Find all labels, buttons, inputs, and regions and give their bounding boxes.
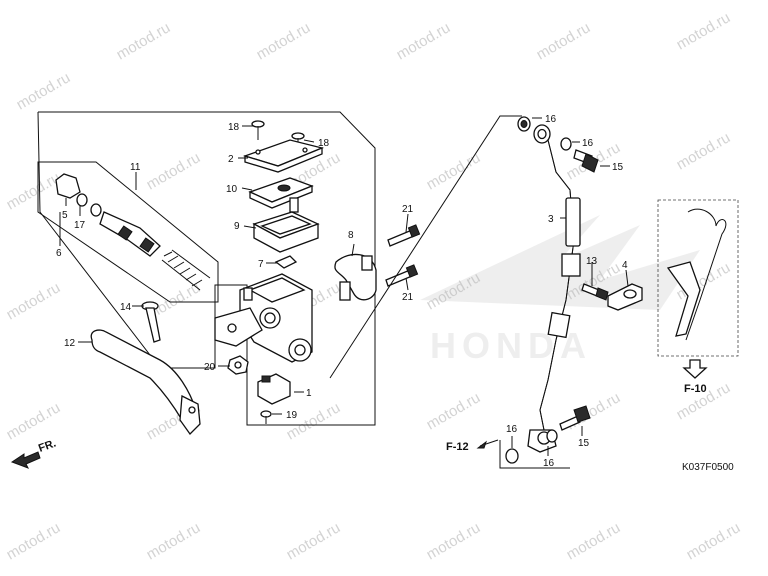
part-spring	[161, 249, 211, 291]
callout-13: 13	[586, 256, 598, 267]
part-15-bolt-bottom	[559, 405, 591, 431]
part-16-washer-bottom-left	[505, 448, 519, 464]
part-1-master-cylinder-body	[214, 273, 313, 363]
watermark-text: motod.ru	[424, 389, 484, 433]
watermark-text: motod.ru	[424, 519, 484, 563]
watermark-text: motod.ru	[674, 129, 734, 173]
watermark-text: motod.ru	[4, 279, 64, 323]
callout-12: 12	[64, 338, 76, 349]
watermark-text: motod.ru	[564, 519, 624, 563]
part-19-screw	[260, 410, 272, 424]
watermark-text: motod.ru	[684, 519, 744, 563]
callout-21-upper: 21	[402, 204, 414, 215]
callout-9: 9	[234, 221, 240, 232]
part-10-diaphragm-plate	[248, 177, 314, 213]
part-13-bolt	[581, 283, 609, 301]
part-21-bolt-upper	[387, 224, 421, 247]
callout-15-top: 15	[612, 162, 624, 173]
hose-guide-bracket	[666, 208, 727, 341]
part-4-bracket	[607, 283, 643, 311]
group-outline-piston-set	[37, 161, 219, 303]
f10-reference-box	[657, 199, 739, 357]
f12-reference-label: F-12	[446, 441, 469, 453]
callout-19: 19	[286, 410, 298, 421]
part-15-bolt-top	[573, 149, 599, 173]
group-outline-brake-hose	[329, 115, 522, 379]
part-7-float	[274, 255, 298, 269]
callout-10: 10	[226, 184, 238, 195]
callout-16-upper-right: 16	[582, 138, 594, 149]
part-16-washer-bottom-right	[546, 429, 558, 443]
part-5-boot	[55, 173, 81, 199]
part-14-pivot-bolt	[141, 301, 161, 343]
callout-7: 7	[258, 259, 264, 270]
diagram-code: K037F0500	[682, 462, 734, 473]
part-piston	[99, 211, 161, 257]
watermark-text: motod.ru	[564, 389, 624, 433]
callout-1: 1	[306, 388, 312, 399]
callout-8: 8	[348, 230, 354, 241]
watermark-text: motod.ru	[4, 399, 64, 443]
part-6-washer	[90, 203, 102, 217]
callout-21-lower: 21	[402, 292, 414, 303]
watermark-text: motod.ru	[4, 169, 64, 213]
part-18-screw-left	[251, 120, 265, 140]
f10-reference-label: F-10	[684, 383, 707, 395]
watermark-text: motod.ru	[114, 19, 174, 63]
callout-18-left: 18	[228, 122, 240, 133]
part-3-brake-hose	[539, 139, 581, 431]
part-16-washer-upper-right	[560, 137, 572, 151]
part-1-switch	[257, 373, 291, 405]
callout-6: 6	[56, 248, 62, 259]
f12-arrow	[476, 439, 499, 449]
callout-17: 17	[74, 220, 86, 231]
callout-2: 2	[228, 154, 234, 165]
watermark-text: motod.ru	[284, 519, 344, 563]
front-direction-label: FR.	[37, 437, 58, 454]
callout-3: 3	[548, 214, 554, 225]
group-outline-hose-bottom	[499, 440, 570, 469]
watermark-text: motod.ru	[534, 19, 594, 63]
part-16-washer-top	[517, 116, 531, 132]
front-direction-arrow	[10, 451, 41, 469]
callout-5: 5	[62, 210, 68, 221]
watermark-text: motod.ru	[4, 519, 64, 563]
part-17-circlip	[76, 193, 88, 207]
part-20-nut	[227, 355, 249, 375]
f10-arrow	[682, 359, 708, 379]
watermark-text: motod.ru	[144, 519, 204, 563]
callout-20: 20	[204, 362, 216, 373]
part-16-banjo-top	[533, 124, 551, 144]
leader-lines	[59, 117, 629, 456]
watermark-text: motod.ru	[14, 69, 74, 113]
group-outline-master-cylinder	[37, 111, 376, 426]
part-12-brake-lever	[90, 329, 201, 436]
callout-16-bottom-right: 16	[543, 458, 555, 469]
callout-4: 4	[622, 260, 628, 271]
part-9-diaphragm	[252, 211, 320, 253]
part-8-holder	[334, 253, 377, 301]
watermark-text: motod.ru	[144, 149, 204, 193]
callout-16-bottom-left: 16	[506, 424, 518, 435]
watermark-text: motod.ru	[284, 399, 344, 443]
callout-18-right: 18	[318, 138, 330, 149]
callout-15-bottom: 15	[578, 438, 590, 449]
callout-16-top: 16	[545, 114, 557, 125]
callout-labels: 18 18 2 10 9 7 8 21 21 11 5 17 6 14 12 2…	[56, 114, 628, 469]
callout-11: 11	[130, 162, 141, 173]
watermark-text: motod.ru	[674, 9, 734, 53]
watermark-text: motod.ru	[394, 19, 454, 63]
watermark-text: motod.ru	[254, 19, 314, 63]
part-2-reservoir-cap	[242, 139, 325, 173]
callout-14: 14	[120, 302, 132, 313]
